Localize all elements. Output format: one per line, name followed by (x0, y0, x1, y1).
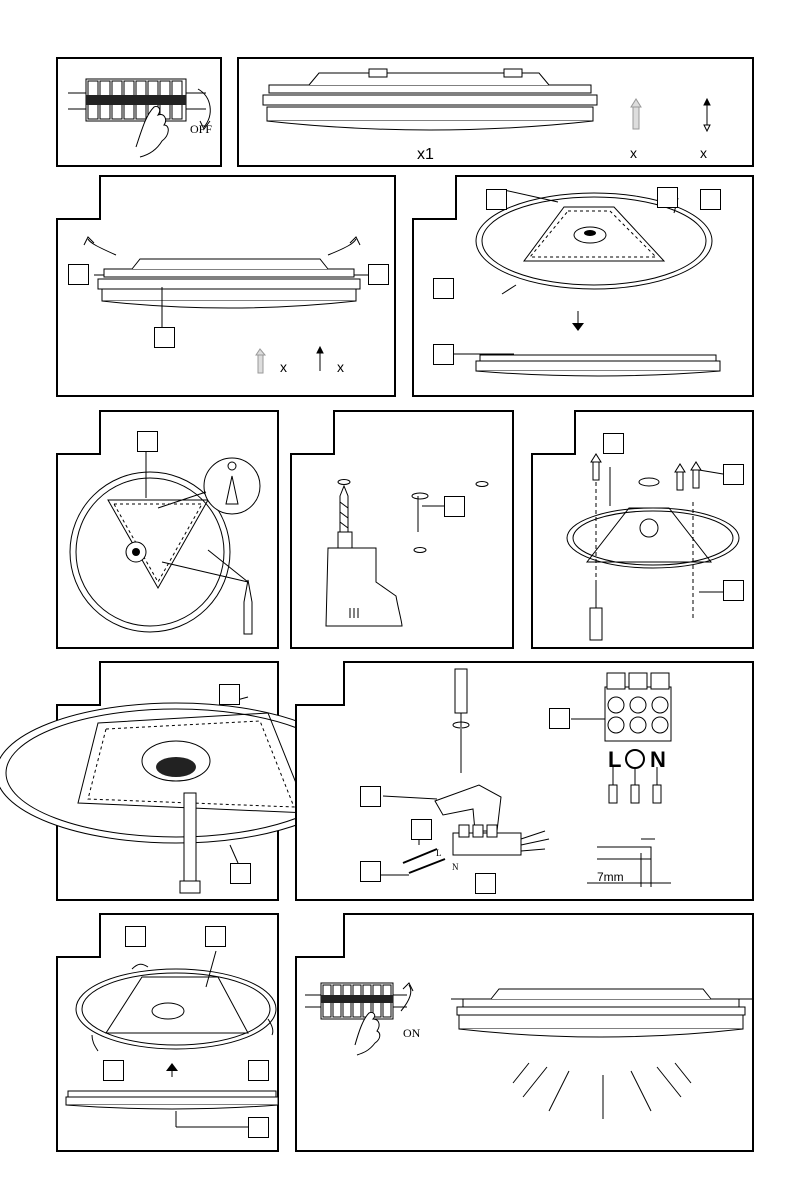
mark-holes-illustration (58, 412, 281, 651)
panel-step-9: ON (295, 913, 754, 1152)
callout-box (230, 863, 251, 884)
breaker-on-illustration (297, 915, 756, 1154)
switch-state-label: ON (403, 1027, 420, 1039)
callout-box (248, 1117, 269, 1138)
callout-box (657, 187, 678, 208)
screw-count-label: x (337, 360, 344, 374)
panel-step-4 (290, 410, 514, 649)
panel-step-8 (56, 913, 279, 1152)
callout-box (433, 278, 454, 299)
callout-box (360, 786, 381, 807)
terminal-neutral-label: N (650, 749, 666, 771)
callout-box (444, 496, 465, 517)
down-arrow-icon (572, 323, 584, 331)
fixture-side-view (239, 59, 756, 169)
remove-diffuser-illustration (58, 177, 398, 399)
callout-box (700, 189, 721, 210)
fixture-count-label: x1 (417, 147, 434, 163)
callout-box (68, 264, 89, 285)
callout-box (219, 684, 240, 705)
insert-dowels-illustration (533, 412, 756, 651)
callout-box (411, 819, 432, 840)
base-plate-illustration (414, 177, 756, 399)
breaker-off-illustration (58, 59, 224, 169)
callout-box (723, 580, 744, 601)
panel-step-2 (412, 175, 754, 397)
drill-icon (326, 548, 402, 626)
callout-box (603, 433, 624, 454)
callout-box (137, 431, 158, 452)
callout-box (125, 926, 146, 947)
panel-step-3 (56, 410, 279, 649)
panel-step-5 (531, 410, 754, 649)
callout-box (486, 189, 507, 210)
dowel-count-label: x (280, 360, 287, 374)
up-arrow-icon (166, 1063, 178, 1071)
callout-box (433, 344, 454, 365)
ground-symbol-icon (625, 749, 645, 769)
wall-plug-icon (631, 99, 641, 129)
panel-step-1: x x (56, 175, 396, 397)
callout-box (205, 926, 226, 947)
callout-box (248, 1060, 269, 1081)
callout-box (154, 327, 175, 348)
dowel-count-label: x (630, 146, 637, 160)
drill-holes-illustration (292, 412, 516, 651)
pencil-icon (244, 580, 252, 634)
light-rays-icon (513, 1063, 691, 1119)
wall-plug-icon (591, 454, 701, 490)
wall-plug-icon (256, 349, 265, 373)
screwdriver-icon (455, 669, 467, 727)
screwdriver-icon (590, 582, 602, 640)
wire-tag-l-label: L (436, 849, 442, 858)
callout-box (549, 708, 570, 729)
panel-package-contents: x1 x x (237, 57, 754, 167)
callout-box (368, 264, 389, 285)
screw-icon (704, 99, 710, 131)
switch-state-label: OFF (190, 123, 212, 135)
callout-box (723, 464, 744, 485)
callout-box (475, 873, 496, 894)
strip-length-label: 7mm (597, 871, 624, 883)
screw-icon (317, 347, 323, 371)
panel-step-7: L N L N 7mm (295, 661, 754, 901)
callout-box (103, 1060, 124, 1081)
callout-box (360, 861, 381, 882)
screw-count-label: x (700, 146, 707, 160)
terminal-live-label: L (608, 749, 621, 771)
panel-step-6 (56, 661, 279, 901)
wire-tag-n-label: N (452, 863, 459, 872)
panel-breaker-off: OFF (56, 57, 222, 167)
